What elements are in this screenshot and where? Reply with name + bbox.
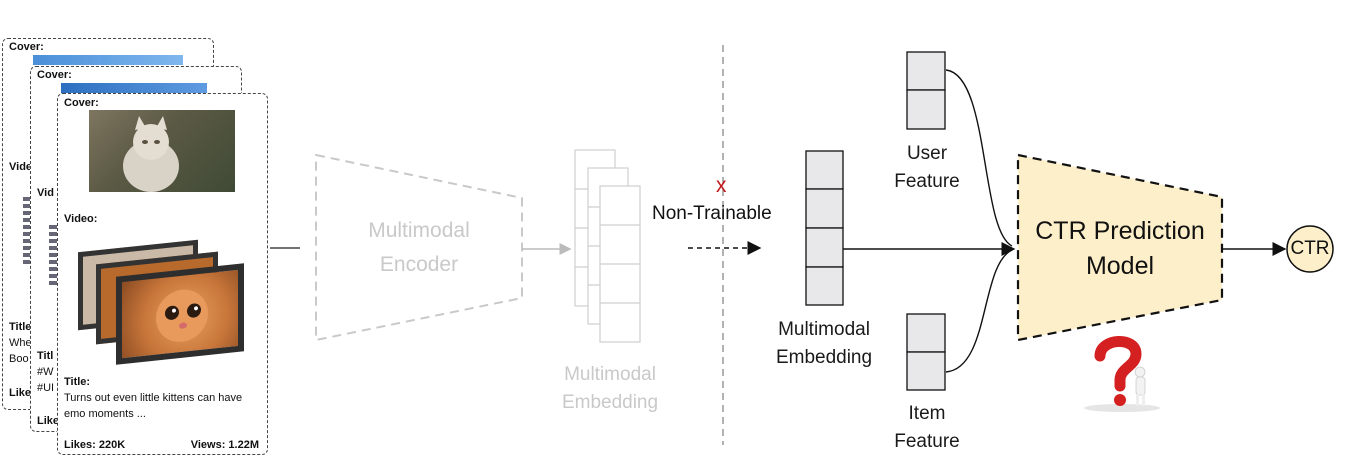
cat-cover-image [89,110,235,192]
card-views: Views: 1.22M [190,439,259,451]
user-feature-line1: User [906,143,948,164]
card-video-label: Vide [9,161,33,173]
card-video-label: Vid [37,187,54,199]
encoder-trapezoid [315,153,523,342]
card-title-label: Titl [37,350,54,362]
encoder-label: Multimodal Encoder [316,218,522,278]
item-feature-vector [906,313,946,391]
question-mark-figure-icon [1084,336,1160,412]
user-to-model-curve [945,69,1013,247]
card-cover-label: Cover: [37,69,72,81]
multimodal-embedding-line2: Embedding [775,347,873,368]
card-title-line: #UI [37,382,55,394]
ctr-output-circle [1286,225,1334,273]
card-title-line: Turns out even little kittens can have [64,392,243,404]
item-to-model-curve [945,249,1013,373]
card-title-line: emo moments ... [64,408,146,420]
card-filmstrip [49,225,59,285]
card-title-line: Whe [9,337,32,349]
card-title-line: Boo [9,353,29,365]
ghost-embedding-line1: Multimodal [564,364,656,385]
ctr-output-label: CTR [1290,238,1330,259]
card-title-label: Title: [64,376,91,388]
ctr-model-line1: CTR Prediction [1035,217,1205,245]
card-cover-label: Cover: [64,97,99,109]
non-trainable-label: Non-Trainable [652,203,772,224]
ctr-model-line2: Model [1085,252,1155,280]
card-title-line: #W [37,366,54,378]
multimodal-embedding-label: Multimodal Embedding [752,316,896,372]
card-title-label: Title [9,321,32,333]
video-card-front: Cover: Video: Title: Turns out even litt… [57,93,268,455]
card-video-label: Video: [64,213,98,225]
ghost-embedding-line2: Embedding [561,392,659,413]
ctr-model-label: CTR Prediction Model [1018,214,1222,284]
ghost-embedding-label: Multimodal Embedding [540,362,680,416]
item-feature-label: Item Feature [872,400,982,456]
card-cover-label: Cover: [9,41,44,53]
encoder-label-line1: Multimodal [368,219,470,242]
card-likes: Like [37,415,60,427]
item-feature-line1: Item [908,403,946,424]
ghost-embedding-stack [574,149,641,343]
card-likes: Like [9,387,32,399]
ctr-model-trapezoid [1016,153,1224,342]
card-likes: Likes: 220K [64,439,126,451]
card-cover-image [61,83,207,93]
multimodal-embedding-vector [805,150,844,306]
non-trainable-cross: x [716,174,727,197]
user-feature-vector [906,51,946,130]
item-feature-line2: Feature [894,431,960,452]
card-filmstrip [23,197,33,267]
multimodal-embedding-line1: Multimodal [778,319,870,340]
encoder-label-line2: Encoder [379,253,459,276]
video-frame-front [116,263,244,365]
card-cover-image [33,55,183,65]
user-feature-label: User Feature [872,140,982,196]
user-feature-line2: Feature [894,171,960,192]
